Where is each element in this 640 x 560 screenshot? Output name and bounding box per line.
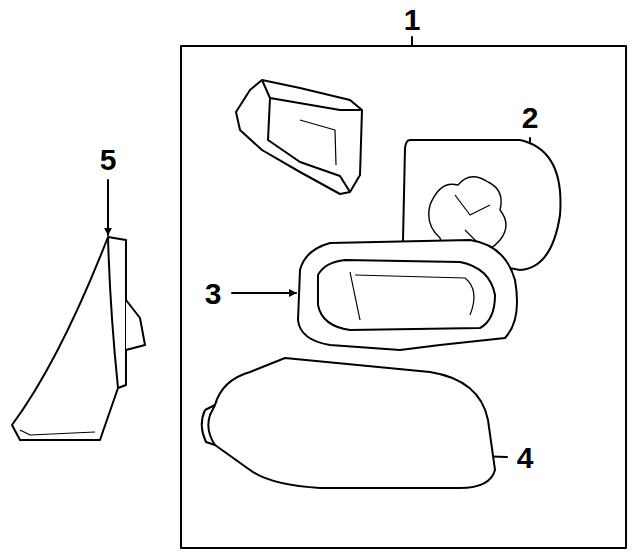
assembly-box [181,46,626,548]
callout-number: 3 [205,279,222,309]
callout-number: 1 [404,5,421,35]
mirror-cover [202,358,495,488]
leader-arrow [107,180,109,235]
callout-number: 2 [522,103,539,133]
mirror-frame [298,240,517,350]
callout-number: 4 [517,443,534,473]
callout-number: 5 [100,145,117,175]
mirror-sail-cover [12,237,145,440]
mirror-bracket [236,80,362,194]
leader-arrow [232,292,296,294]
leader-line [411,37,413,46]
